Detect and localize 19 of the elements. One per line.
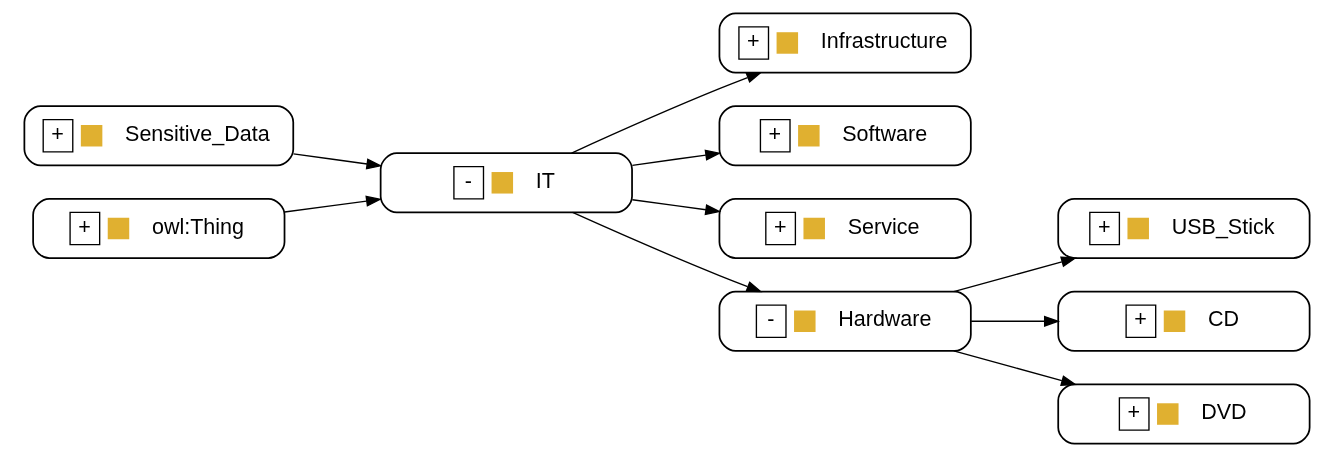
- node-box: + USB_Stick: [1056, 198, 1310, 259]
- arrow: [970, 315, 1060, 327]
- arrow: [571, 211, 762, 293]
- node-box: + DVD: [1056, 383, 1310, 445]
- arrow: [570, 72, 762, 154]
- arrow: [283, 195, 382, 213]
- node-box: + CD: [1056, 290, 1310, 352]
- node-box: + Service: [718, 198, 972, 259]
- node-box: + Infrastructure: [718, 12, 972, 74]
- arrow: [631, 199, 721, 216]
- node-box: + Sensitive_Data: [23, 105, 294, 167]
- arrow: [292, 153, 382, 170]
- arrow: [952, 350, 1077, 387]
- node-box: + owl:Thing: [31, 198, 285, 259]
- node-box: + Software: [718, 105, 972, 167]
- arrow: [952, 256, 1077, 293]
- arrow: [631, 149, 721, 166]
- node-box: - Hardware: [718, 290, 972, 352]
- node-box: - IT: [379, 152, 633, 214]
